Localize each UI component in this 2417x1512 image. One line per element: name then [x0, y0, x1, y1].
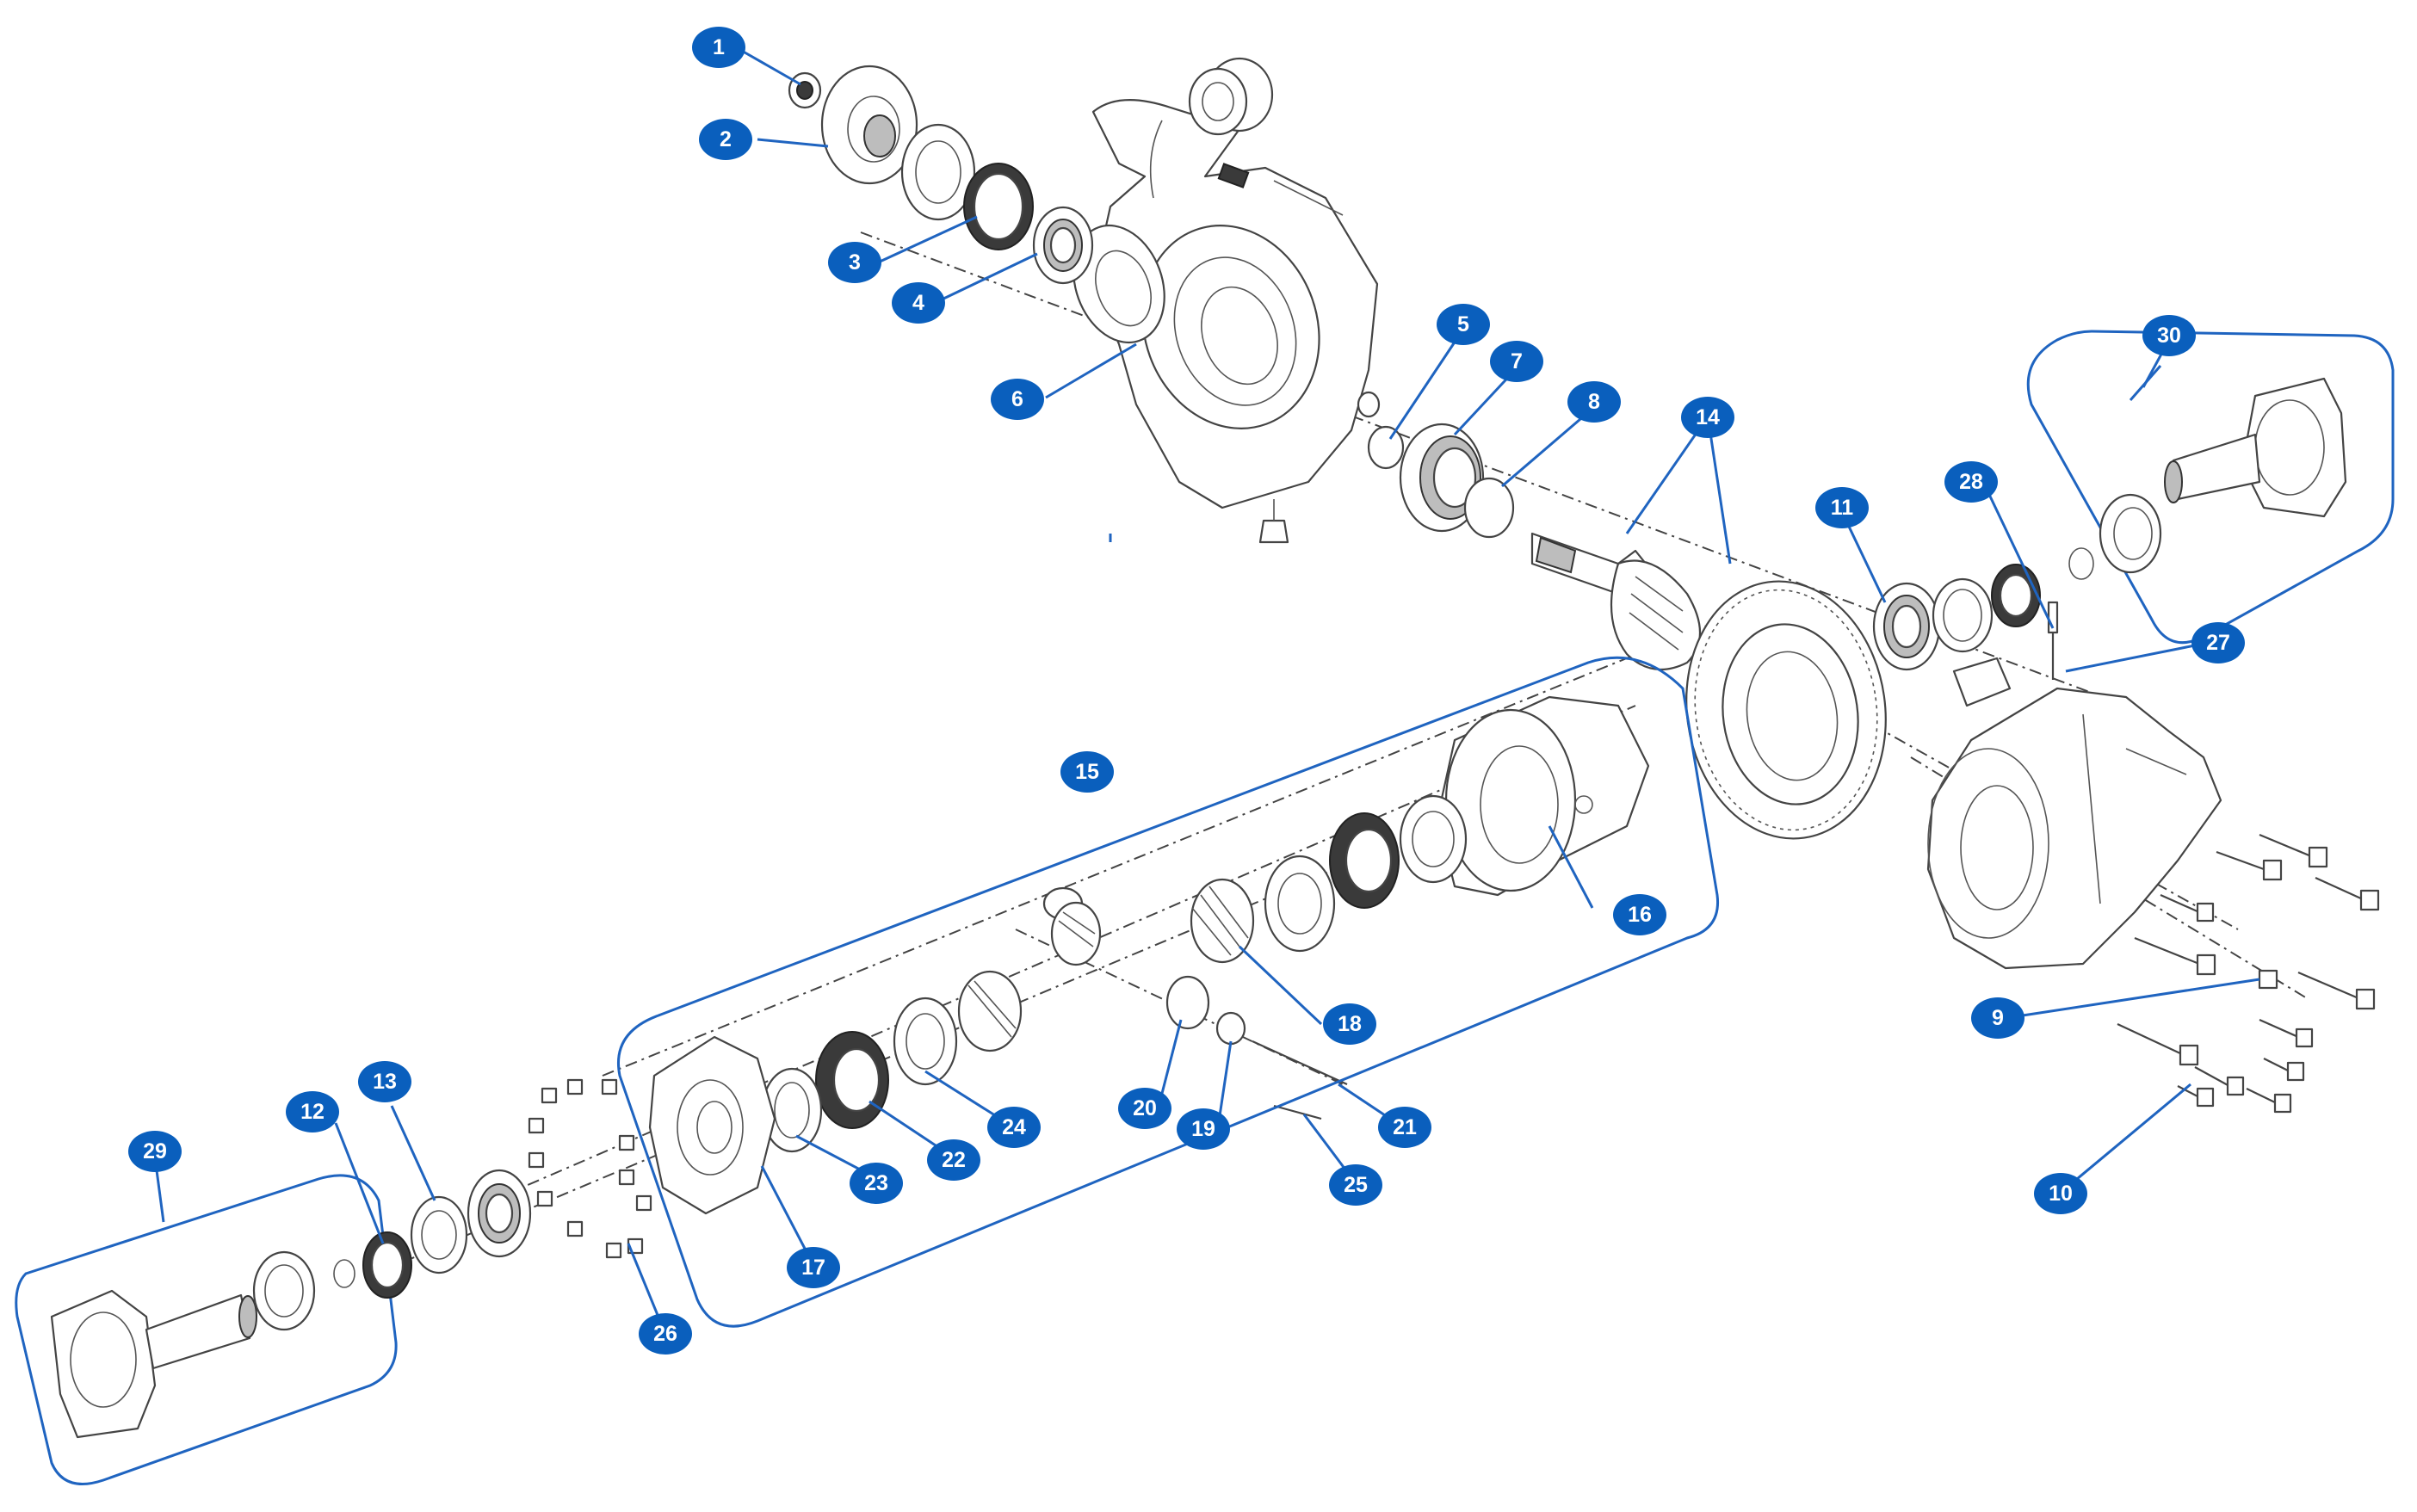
callout-28: 28	[1944, 461, 1998, 503]
side-bearing-set	[1872, 564, 2041, 707]
callout-30: 30	[2142, 315, 2196, 356]
callout-17: 17	[787, 1247, 840, 1288]
svg-text:3: 3	[849, 250, 861, 275]
svg-text:13: 13	[373, 1070, 397, 1094]
svg-text:2: 2	[720, 127, 732, 151]
svg-text:21: 21	[1393, 1115, 1417, 1139]
callout-4: 4	[892, 282, 945, 324]
pinion-seal-and-bearing	[900, 123, 1094, 285]
pinion-flange	[788, 65, 918, 185]
cover-bolts	[2117, 833, 2380, 1114]
callout-18: 18	[1323, 1003, 1376, 1045]
callout-6: 6	[991, 379, 1044, 420]
fill-plug	[2258, 969, 2278, 990]
callout-25: 25	[1329, 1164, 1382, 1206]
svg-text:29: 29	[143, 1139, 167, 1163]
callout-27: 27	[2191, 622, 2245, 663]
callout-29: 29	[128, 1131, 182, 1172]
right-axle-group-outline	[2026, 330, 2395, 645]
callout-22: 22	[927, 1139, 980, 1181]
svg-text:4: 4	[912, 291, 924, 315]
callout-7: 7	[1490, 341, 1543, 382]
svg-text:23: 23	[864, 1171, 888, 1195]
svg-text:12: 12	[300, 1100, 325, 1124]
callout-26: 26	[639, 1313, 692, 1355]
callout-1: 1	[692, 27, 745, 68]
pinion-bearing-set	[1357, 391, 1515, 539]
svg-text:27: 27	[2206, 631, 2230, 655]
svg-text:9: 9	[1992, 1006, 2004, 1030]
left-side-bearing-set	[362, 1169, 532, 1299]
svg-text:19: 19	[1191, 1117, 1215, 1141]
callout-9: 9	[1971, 997, 2024, 1039]
svg-text:14: 14	[1696, 405, 1720, 429]
svg-text:7: 7	[1511, 349, 1523, 373]
left-axle-group-outline	[15, 1174, 398, 1485]
svg-text:24: 24	[1002, 1115, 1026, 1139]
svg-text:18: 18	[1338, 1012, 1362, 1036]
svg-text:8: 8	[1588, 390, 1600, 414]
differential-assembly	[648, 695, 1650, 1215]
svg-text:22: 22	[942, 1148, 966, 1172]
callout-19: 19	[1177, 1108, 1230, 1150]
differential-group-outline	[617, 656, 1720, 1328]
svg-text:30: 30	[2157, 324, 2181, 348]
svg-text:20: 20	[1133, 1096, 1157, 1120]
callout-8: 8	[1567, 381, 1621, 423]
callout-23: 23	[850, 1163, 903, 1204]
callout-15: 15	[1060, 751, 1114, 793]
upper-axle-housing	[1073, 57, 1379, 544]
svg-text:1: 1	[713, 35, 725, 59]
svg-text:6: 6	[1011, 387, 1023, 411]
right-housing-cover	[1926, 601, 2222, 970]
svg-text:25: 25	[1344, 1173, 1368, 1197]
callout-14: 14	[1681, 397, 1734, 438]
left-axle-shaft	[50, 1250, 355, 1439]
callout-2: 2	[699, 119, 752, 160]
callout-24: 24	[987, 1107, 1041, 1148]
callout-10: 10	[2034, 1173, 2087, 1214]
callout-16: 16	[1613, 894, 1666, 935]
svg-text:28: 28	[1959, 470, 1983, 494]
callout-3: 3	[828, 242, 881, 283]
svg-text:5: 5	[1457, 312, 1469, 336]
callout-11: 11	[1815, 487, 1869, 528]
svg-text:26: 26	[653, 1322, 677, 1346]
callout-12: 12	[286, 1091, 339, 1132]
callout-5: 5	[1437, 304, 1490, 345]
svg-text:10: 10	[2049, 1182, 2073, 1206]
callout-21: 21	[1378, 1107, 1431, 1148]
callout-20: 20	[1118, 1088, 1171, 1129]
svg-text:16: 16	[1628, 903, 1652, 927]
svg-text:17: 17	[801, 1256, 825, 1280]
svg-text:11: 11	[1831, 496, 1854, 520]
right-axle-shaft	[2068, 377, 2347, 580]
svg-text:15: 15	[1075, 760, 1099, 784]
callout-13: 13	[358, 1061, 411, 1102]
differential-cover-bolts	[528, 1078, 652, 1259]
ring-and-pinion	[1530, 532, 1887, 840]
